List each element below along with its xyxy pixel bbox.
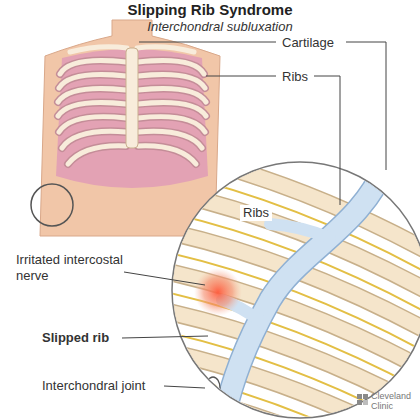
part-label: Irritated intercostal nerve (16, 252, 124, 283)
diagram-title: Slipping Rib Syndrome (0, 1, 420, 19)
part-label: Ribs (240, 205, 272, 221)
part-label: Ribs (282, 69, 308, 85)
part-label: Interchondral joint (42, 378, 145, 394)
logo-text: Cleveland Clinic (371, 392, 417, 412)
subtitle: Interchondral subluxation (0, 19, 420, 35)
part-label: Slipped rib (42, 330, 109, 346)
part-label: Cartilage (282, 35, 334, 51)
